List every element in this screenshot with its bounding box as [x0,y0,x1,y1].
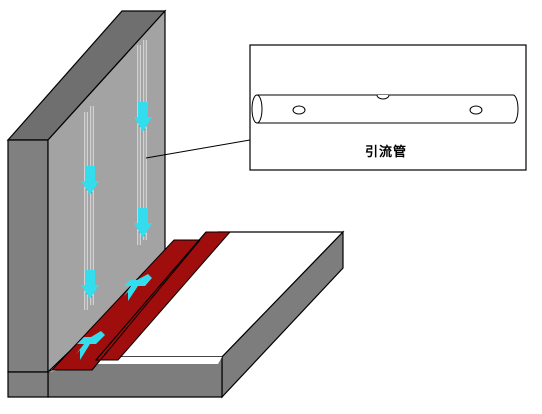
flow-arrows [76,102,152,360]
flow-arrow-icon [134,102,152,132]
flow-arrow-icon [76,331,105,360]
tube-left-end [251,94,263,124]
tube-hole-top [376,94,390,100]
flow-arrow-icon [134,208,152,238]
tube-right-end [512,94,519,124]
callout-box: 引流管 [249,44,527,171]
tube-hole-right [469,105,483,115]
channel-divider [91,239,201,371]
flow-arrow-icon [81,166,99,195]
wall-front-face [7,139,49,373]
wall-base-face [7,371,49,398]
channel-seam [95,231,207,361]
callout-leader-line [145,139,251,159]
flow-arrow-icon [124,274,152,301]
tube-label: 引流管 [365,144,407,160]
tube-hole-left [292,105,306,115]
flow-arrow-icon [81,270,99,299]
